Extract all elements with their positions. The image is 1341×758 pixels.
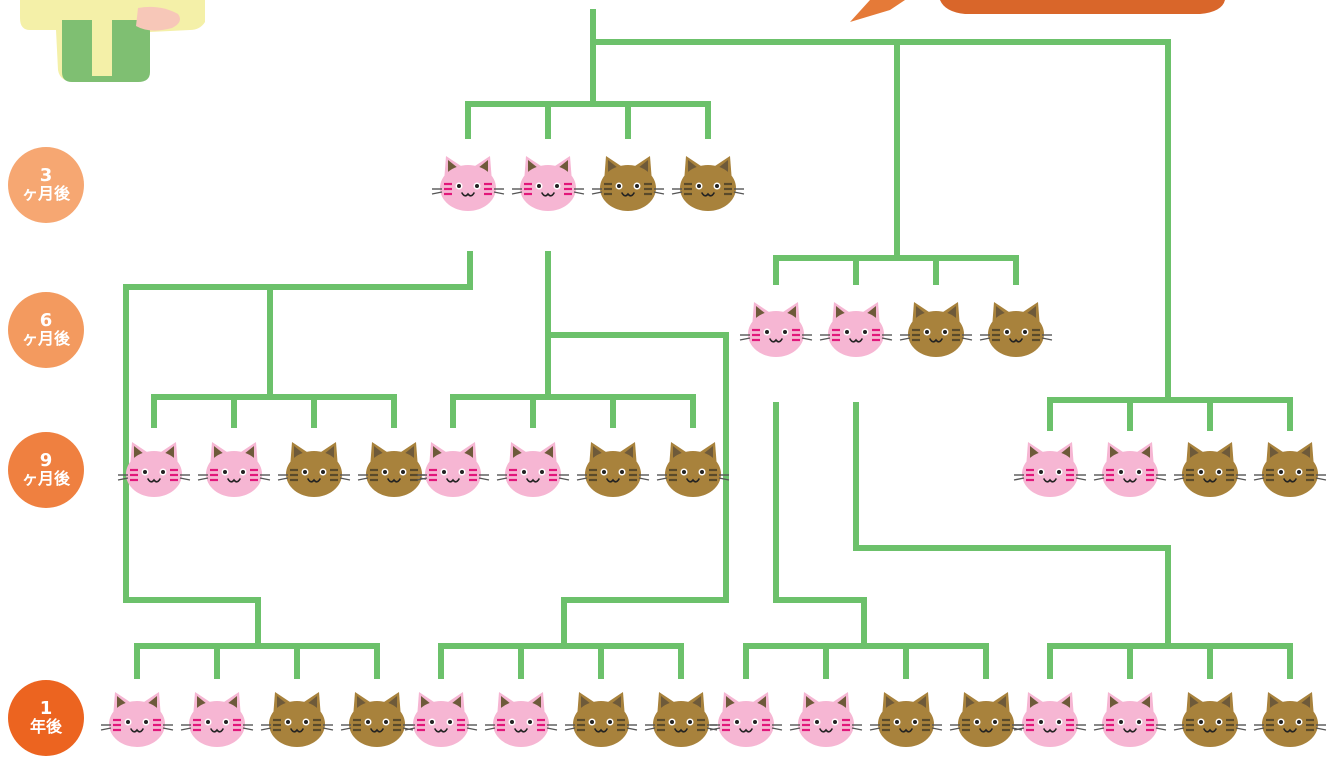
tree-connector-line: [853, 402, 1171, 649]
brown-cat-face: [949, 692, 1023, 747]
badge-3-months-unit: ヶ月後: [21, 184, 70, 204]
brown-cat-face: [1253, 442, 1327, 497]
brown-cat-face: [260, 692, 334, 747]
brown-cat-face: [564, 692, 638, 747]
pink-cat-face: [789, 692, 863, 747]
badge-1-year: 1 年後: [8, 680, 84, 756]
badge-9-months-number: 9: [39, 450, 53, 472]
tree-connector-line: [123, 251, 473, 649]
pink-cat-face: [1093, 442, 1167, 497]
pink-cat-face: [484, 692, 558, 747]
badge-9-months-unit: ヶ月後: [21, 469, 70, 489]
brown-cat-face: [671, 156, 745, 211]
badge-6-months: 6 ヶ月後: [8, 292, 84, 368]
pink-cat-face: [1093, 692, 1167, 747]
brown-cat-face: [340, 692, 414, 747]
brown-cat-face: [644, 692, 718, 747]
brown-cat-face: [979, 302, 1053, 357]
person-illustration: [20, 0, 205, 82]
badge-3-months: 3 ヶ月後: [8, 147, 84, 223]
pink-cat-face: [100, 692, 174, 747]
badge-6-months-number: 6: [39, 310, 53, 332]
pink-cat-face: [1013, 692, 1087, 747]
brown-cat-face: [899, 302, 973, 357]
pink-cat-face: [117, 442, 191, 497]
brown-cat-face: [357, 442, 431, 497]
brown-cat-face: [591, 156, 665, 211]
badge-1-year-number: 1: [39, 698, 53, 720]
pink-cat-face: [180, 692, 254, 747]
badge-6-months-unit: ヶ月後: [21, 329, 70, 349]
tree-connector-line: [773, 402, 867, 649]
pink-cat-face: [496, 442, 570, 497]
pink-cat-face: [739, 302, 813, 357]
pink-cat-face: [819, 302, 893, 357]
tree-connector-line: [590, 9, 1171, 403]
pink-cat-face: [197, 442, 271, 497]
tree-connector-line: [545, 251, 729, 649]
pink-cat-face: [709, 692, 783, 747]
pink-cat-face: [431, 156, 505, 211]
pink-cat-face: [404, 692, 478, 747]
badge-3-months-number: 3: [39, 165, 53, 187]
speech-bubble: [850, 0, 1225, 22]
brown-cat-face: [277, 442, 351, 497]
brown-cat-face: [576, 442, 650, 497]
badge-9-months: 9 ヶ月後: [8, 432, 84, 508]
brown-cat-face: [869, 692, 943, 747]
pink-cat-face: [416, 442, 490, 497]
brown-cat-face: [1253, 692, 1327, 747]
brown-cat-face: [1173, 692, 1247, 747]
badge-1-year-unit: 年後: [29, 717, 62, 737]
brown-cat-face: [656, 442, 730, 497]
pink-cat-face: [511, 156, 585, 211]
pink-cat-face: [1013, 442, 1087, 497]
brown-cat-face: [1173, 442, 1247, 497]
